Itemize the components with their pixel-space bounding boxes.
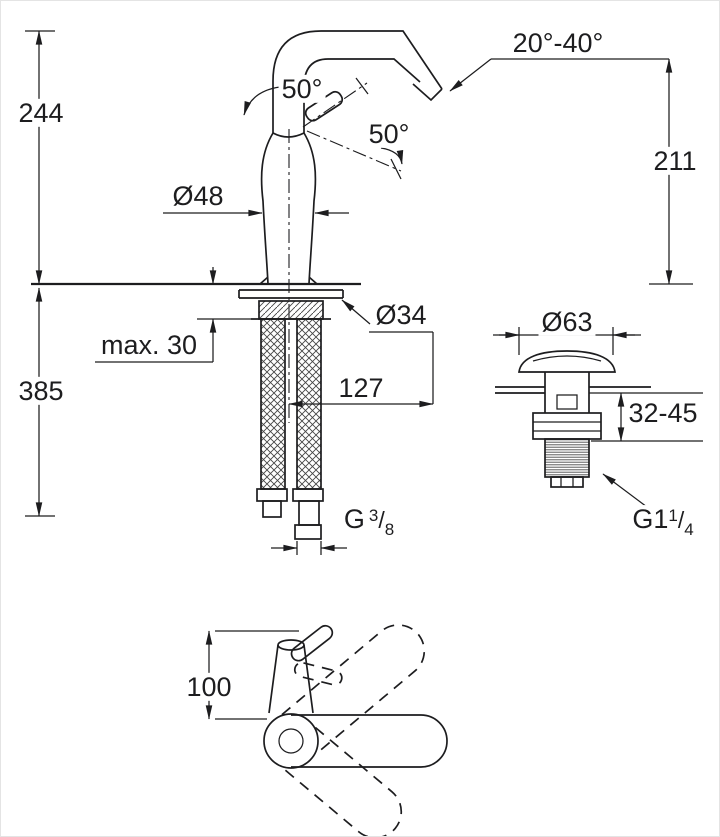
deck-and-mounting bbox=[31, 282, 361, 540]
waste-thread-label: G11/4 bbox=[629, 504, 697, 540]
body-base-flare bbox=[259, 276, 318, 285]
topview-lever-dashed bbox=[293, 661, 343, 686]
handle-axis-lower-tick bbox=[390, 158, 402, 180]
hose-right-fitting-nut bbox=[294, 524, 322, 540]
dim-label-50-left: 50° bbox=[278, 74, 326, 103]
dim-label-d34: Ø34 bbox=[372, 300, 430, 329]
spout-outer-outline bbox=[272, 30, 443, 133]
topview-body-top bbox=[277, 639, 305, 651]
waste-counter-lines bbox=[495, 386, 651, 394]
waste-thread-slash: / bbox=[677, 507, 685, 534]
dim-label-385: 385 bbox=[15, 376, 67, 405]
dim-label-d48: Ø48 bbox=[169, 181, 227, 210]
hose-left-fitting bbox=[256, 488, 288, 502]
supply-hose-left bbox=[260, 318, 286, 490]
waste-lock-nut bbox=[532, 412, 602, 440]
supply-thread-denominator: 8 bbox=[384, 520, 395, 540]
waste-tailpiece-slots bbox=[560, 477, 574, 487]
topview-spout-solid bbox=[291, 714, 448, 768]
dim-label-32-45: 32-45 bbox=[625, 398, 701, 427]
dim-d63-ext-ticks bbox=[518, 327, 614, 355]
waste-assembly bbox=[493, 327, 703, 508]
angle-arrow-left bbox=[243, 86, 281, 116]
waste-tailpiece bbox=[550, 476, 584, 488]
dim-g114-leader bbox=[602, 473, 648, 508]
body-outline-left bbox=[260, 132, 274, 285]
topview-escutcheon-inner bbox=[278, 728, 304, 754]
body-outline-right bbox=[303, 132, 317, 285]
waste-flange-seam bbox=[532, 355, 602, 362]
supply-thread-prefix: G bbox=[343, 504, 365, 535]
topview-escutcheon bbox=[263, 713, 319, 769]
dim-label-244: 244 bbox=[15, 98, 67, 127]
dim-label-211: 211 bbox=[650, 146, 700, 175]
dim-label-d63: Ø63 bbox=[538, 307, 596, 336]
waste-thread-prefix: G1 bbox=[632, 504, 669, 535]
body-neck-joint bbox=[272, 132, 305, 138]
waste-lock-nut-lines bbox=[533, 421, 601, 432]
handle-axis-upper bbox=[302, 82, 368, 128]
dim-label-max30: max. 30 bbox=[97, 330, 201, 359]
waste-threaded-section bbox=[544, 438, 590, 478]
handle-axis-upper-tick bbox=[355, 77, 369, 95]
handle-axis-lower bbox=[306, 130, 402, 172]
topview-spout-swivel-up bbox=[281, 624, 426, 756]
waste-side-window bbox=[556, 394, 578, 410]
waste-neck bbox=[544, 372, 590, 413]
waste-thread-numerator: 1 bbox=[668, 506, 678, 526]
mounting-plate bbox=[238, 289, 344, 299]
supply-thread-slash: / bbox=[378, 507, 385, 534]
dim-d34-leader bbox=[341, 299, 371, 325]
dim-2040-leader bbox=[449, 58, 492, 92]
waste-flange-dome bbox=[518, 350, 616, 373]
dim-label-100: 100 bbox=[183, 672, 235, 701]
mounting-nut bbox=[258, 300, 324, 320]
faucet-dimensions bbox=[25, 30, 693, 555]
hose-left-fitting-end bbox=[262, 500, 282, 518]
faucet-top-view bbox=[205, 624, 448, 836]
dim-label-50-right: 50° bbox=[365, 119, 413, 148]
dim-label-127: 127 bbox=[335, 373, 387, 402]
waste-thread-denominator: 4 bbox=[684, 520, 694, 540]
dim-g38-ext-ticks bbox=[296, 541, 322, 555]
topview-lever-solid bbox=[290, 624, 334, 662]
dim-label-20-40: 20°-40° bbox=[509, 28, 607, 57]
spout-outlet-face bbox=[412, 83, 443, 102]
angle-arrow-right bbox=[380, 147, 404, 165]
supply-thread-numerator: 3 bbox=[368, 506, 379, 526]
topview-spout-swivel-down bbox=[281, 726, 403, 836]
hose-right-fitting bbox=[292, 488, 324, 502]
hose-right-fitting-body bbox=[298, 500, 320, 526]
